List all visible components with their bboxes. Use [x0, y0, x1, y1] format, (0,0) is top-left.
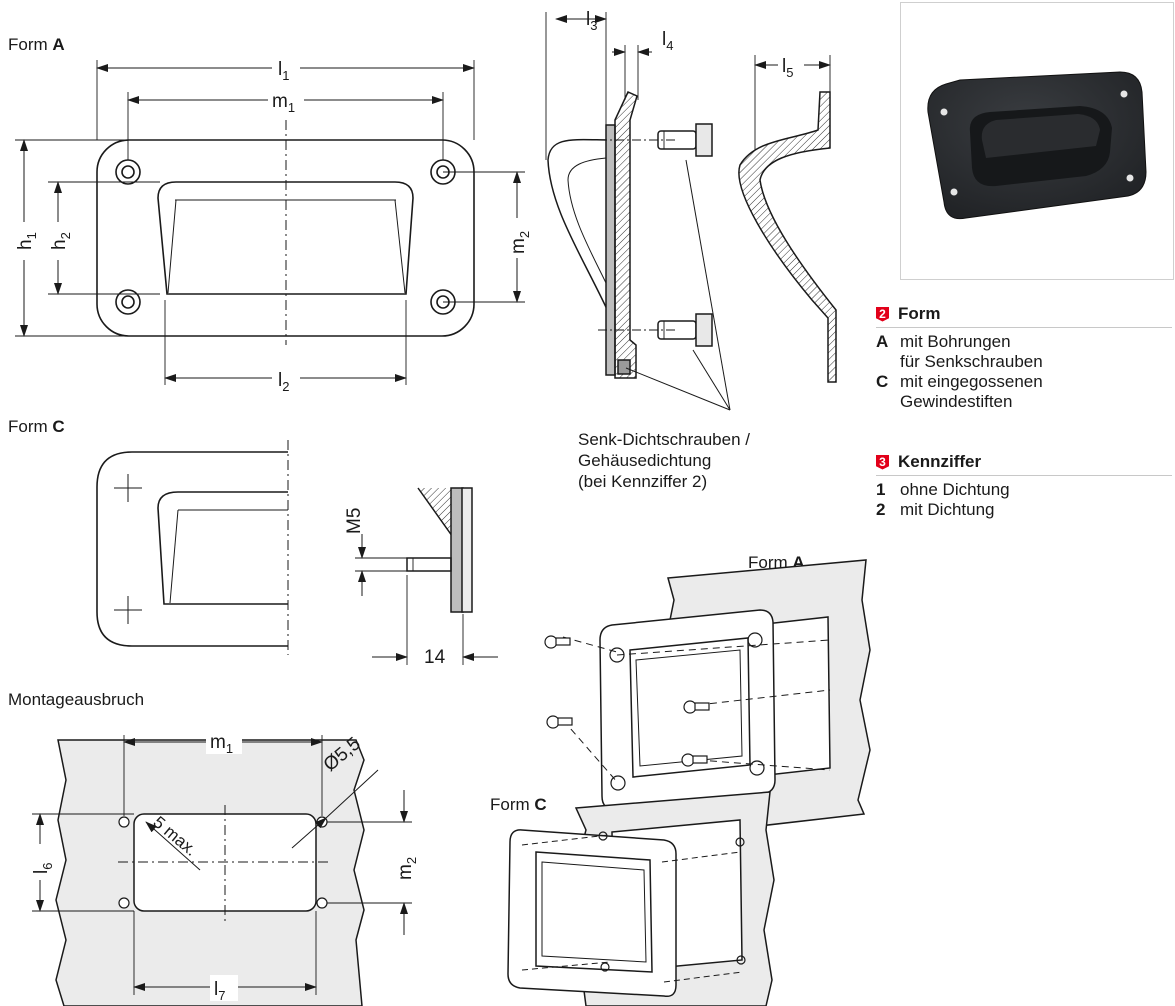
countersunk-screw: [544, 635, 710, 767]
form-a-front-view: Form A: [8, 35, 525, 385]
legend-item: 1 ohne Dichtung: [876, 480, 1172, 500]
label-l3: l3: [586, 9, 597, 33]
exploded-view-form-a: [544, 559, 871, 837]
countersunk-screw: [657, 123, 713, 157]
legend-item: A mit Bohrungen für Senkschrauben: [876, 332, 1172, 372]
form-c-stud-detail: [355, 487, 498, 665]
legend-item: C mit eingegossenen Gewindestiften: [876, 372, 1172, 412]
section-profile: [738, 91, 837, 383]
flange-outline: [96, 451, 288, 647]
form-c-front-view: Form C: [8, 417, 289, 655]
legend-form-title: Form: [898, 304, 941, 323]
legend-item: 2 mit Dichtung: [876, 500, 1172, 520]
label-l2: l2: [278, 370, 289, 394]
label-stud-length: 14: [424, 647, 446, 668]
legend-kennziffer-header: 3 Kennziffer: [876, 452, 1172, 476]
legend-item-key: 1: [876, 480, 886, 499]
screws-note-line-3: (bei Kennziffer 2): [578, 472, 707, 491]
cutout-caption: Montageausbruch: [8, 690, 144, 709]
legend-item-key: C: [876, 372, 889, 391]
legend-kennziffer-title: Kennziffer: [898, 452, 982, 471]
legend-form: 2 Form A mit Bohrungen für Senkschrauben…: [876, 304, 1172, 412]
label-h2: h2: [49, 232, 73, 250]
form-a-caption: Form A: [8, 35, 65, 54]
legend-item-text: mit Bohrungen für Senkschrauben: [900, 332, 1043, 371]
form-badge-icon: 2: [876, 306, 889, 322]
label-l4: l4: [662, 29, 673, 53]
legend-form-header: 2 Form: [876, 304, 1172, 328]
label-h1: h1: [15, 232, 39, 250]
side-dimension-labels: l3 l4: [586, 9, 673, 53]
label-m2: m2: [508, 231, 532, 254]
label-l7: l7: [214, 979, 225, 1003]
seal-strip: [605, 124, 616, 376]
handle-flange: [507, 829, 677, 998]
section-view: [738, 55, 837, 383]
label-l1: l1: [278, 59, 289, 83]
label-thread: M5: [344, 508, 365, 534]
recessed-handle-photo: [927, 71, 1147, 220]
legend-item-key: 2: [876, 500, 886, 519]
side-view: [545, 12, 731, 411]
label-l5: l5: [782, 56, 793, 80]
threaded-stud: [406, 557, 452, 572]
exploded-view-form-c: [507, 791, 775, 1006]
seal-strip: [450, 487, 464, 613]
exploded-c-caption: Form C: [490, 795, 547, 814]
mounting-cutout-view: [32, 735, 412, 1006]
form-a-dimension-labels: l1 m1 h1 h2 m2 l2: [12, 54, 532, 394]
screws-note: Senk-Dichtschrauben / Gehäusedichtung (b…: [578, 430, 750, 491]
legend-item-text: ohne Dichtung: [900, 480, 1010, 499]
screws-note-line-2: Gehäusedichtung: [578, 451, 711, 470]
grip-recess: [157, 181, 414, 295]
flange-section: [614, 91, 638, 379]
legend-kennziffer: 3 Kennziffer 1 ohne Dichtung 2 mit Dicht…: [876, 452, 1172, 520]
legend-item-text: mit eingegossenen Gewindestiften: [900, 372, 1043, 411]
form-c-caption: Form C: [8, 417, 65, 436]
label-l6: l6: [31, 863, 55, 874]
legend-item-text: mit Dichtung: [900, 500, 995, 519]
kennziffer-badge-icon: 3: [876, 454, 889, 470]
side-profile: [547, 138, 614, 321]
countersunk-screw: [657, 313, 713, 347]
screws-note-line-1: Senk-Dichtschrauben /: [578, 430, 750, 449]
legend-item-key: A: [876, 332, 889, 351]
label-m1: m1: [272, 91, 295, 115]
label-m2: m2: [395, 857, 419, 880]
label-m1: m1: [210, 732, 233, 756]
grip-recess: [157, 491, 288, 605]
